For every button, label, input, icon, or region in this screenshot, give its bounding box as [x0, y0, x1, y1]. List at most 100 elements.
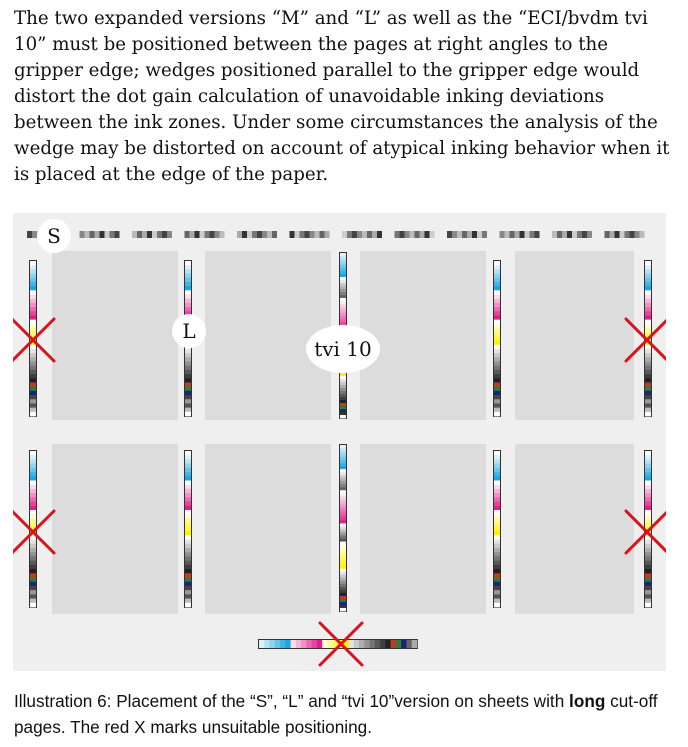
gripper-strip-patch [289, 231, 295, 238]
horizontal-wedge-patch [395, 640, 402, 648]
gripper-strip-patch [614, 231, 620, 238]
gripper-strip-patch [429, 231, 435, 238]
wedge-tvi-bottom-patch [340, 553, 346, 558]
gripper-strip-patch [419, 231, 425, 238]
wedge-left-edge-top-patch [30, 386, 36, 392]
caption-bold-word: long [569, 691, 606, 711]
wedge-tvi-bottom-patch [340, 541, 346, 545]
gripper-strip-patch [184, 231, 190, 238]
wedge-gutter-1-top-patch [185, 369, 191, 375]
wedge-tvi-bottom-patch [340, 589, 346, 594]
gripper-strip-patch [314, 231, 320, 238]
wedge-tvi-bottom-patch [340, 472, 346, 476]
wedge-tvi-bottom-patch [340, 511, 346, 515]
wedge-gutter-1-bottom-patch [185, 590, 191, 595]
gripper-strip-patch [404, 231, 410, 238]
wedge-right-edge-top-patch [645, 265, 651, 270]
gripper-strip-patch [324, 231, 330, 238]
wedge-left-edge-bottom-patch [30, 467, 36, 473]
wedge-gutter-1-top-patch [185, 298, 191, 304]
wedge-tvi-top-patch [340, 403, 346, 407]
wedge-gutter-3-top-patch [494, 286, 500, 291]
wedge-gutter-3-top-patch [494, 319, 500, 325]
wedge-gutter-1-top-patch [185, 311, 191, 316]
unsuitable-position-marks [13, 317, 666, 667]
horizontal-wedge-patch [311, 640, 318, 648]
wedge-tvi-bottom-patch [340, 559, 346, 564]
wedge-gutter-1-top-patch [185, 411, 191, 417]
wedge-gutter-1-top-patch [185, 365, 191, 371]
gripper-strip-patch [94, 231, 100, 238]
wedge-left-edge-bottom-patch [30, 514, 36, 519]
gripper-strip-patch [309, 231, 315, 238]
sheet-diagram: S L tvi 10 [13, 213, 666, 671]
wedge-left-edge-bottom-patch [30, 590, 36, 595]
wedge-right-edge-bottom-patch [645, 577, 651, 583]
horizontal-wedge-patch [369, 640, 376, 648]
horizontal-wedge-patch [332, 640, 339, 648]
wedge-left-edge-bottom-patch [30, 577, 36, 583]
wedge-tvi-top-patch [340, 280, 346, 284]
wedge-right-edge-bottom-patch [645, 581, 651, 587]
wedge-gutter-3-bottom-patch [494, 480, 500, 486]
wedge-gutter-1-bottom-patch [185, 522, 191, 528]
wedge-gutter-1-bottom-patch [185, 564, 191, 570]
wedge-tvi-top-patch [340, 307, 346, 311]
wedge-left-edge-top-patch [30, 403, 36, 409]
gripper-strip-patch [467, 231, 472, 238]
gripper-strip-patch [552, 231, 557, 238]
wedge-gutter-3-bottom-patch [494, 543, 500, 549]
wedge-left-edge-top-patch [30, 302, 36, 308]
wedge-tvi-bottom-patch [340, 577, 346, 582]
gripper-strip-patch [357, 231, 362, 238]
gripper-strip-patch [499, 231, 505, 238]
wedge-tvi-top-patch [340, 382, 346, 386]
wedge-left-edge-top-patch [30, 294, 36, 300]
wedge-left-edge-top-patch [30, 332, 36, 337]
wedge-tvi-top-patch [340, 415, 346, 419]
wedge-right-edge-bottom-patch [645, 552, 651, 557]
wedge-right-edge-top-patch [645, 369, 651, 375]
wedge-left-edge-top-patch [30, 273, 36, 279]
wedge-right-edge-bottom-patch [645, 501, 651, 507]
wedge-tvi-bottom-patch [340, 469, 346, 473]
wedge-right-edge-top-patch [645, 269, 651, 274]
wedge-tvi-top-patch [340, 256, 346, 260]
wedge-gutter-3-bottom-patch [494, 560, 500, 566]
wedge-gutter-3-top-patch [494, 302, 500, 308]
wedge-right-edge-top-patch [645, 403, 651, 409]
gripper-strip-patch [629, 231, 635, 238]
figure-caption: Illustration 6: Placement of the “S”, “L… [14, 688, 678, 740]
wedge-tvi-top-patch [340, 379, 346, 383]
wedge-tvi-bottom-patch [340, 580, 346, 585]
wedge-left-edge-bottom-patch [30, 501, 36, 507]
wedge-tvi-bottom-patch [340, 496, 346, 500]
wedge-right-edge-top-patch [645, 323, 651, 329]
wedge-right-edge-top-patch [645, 286, 651, 291]
gripper-strip-patch [577, 231, 582, 238]
wedge-right-edge-bottom-patch [645, 467, 651, 473]
wedge-gutter-3-bottom-patch [494, 552, 500, 557]
wedge-left-edge-bottom-patch [30, 602, 36, 608]
page-bottom-4 [515, 444, 634, 614]
wedge-tvi-top-patch [340, 400, 346, 404]
cross-left-bottom-stroke [13, 509, 56, 555]
gripper-strip-patch [582, 231, 587, 238]
wedge-tvi-bottom-patch [340, 502, 346, 506]
gripper-strip-patch [147, 231, 152, 238]
wedge-tvi-top-patch [340, 310, 346, 314]
wedge-left-edge-bottom-patch [30, 581, 36, 587]
gripper-strip-patch [472, 231, 477, 238]
wedge-left-edge-top-patch [30, 319, 36, 325]
gripper-strip-patch [624, 231, 630, 238]
gripper-strip-patch [572, 231, 577, 238]
cross-left-top [13, 317, 56, 363]
wedge-right-edge-top-patch [645, 361, 651, 367]
gripper-strip-patch [219, 231, 225, 238]
gripper-strip-patch [342, 231, 347, 238]
wedge-right-edge-top-patch [645, 378, 651, 383]
wedge-left-edge-bottom-patch [30, 573, 36, 578]
wedge-gutter-3-top-patch [494, 281, 500, 287]
gripper-strip-patch [104, 231, 110, 238]
wedge-right-edge-top-patch [645, 281, 651, 287]
